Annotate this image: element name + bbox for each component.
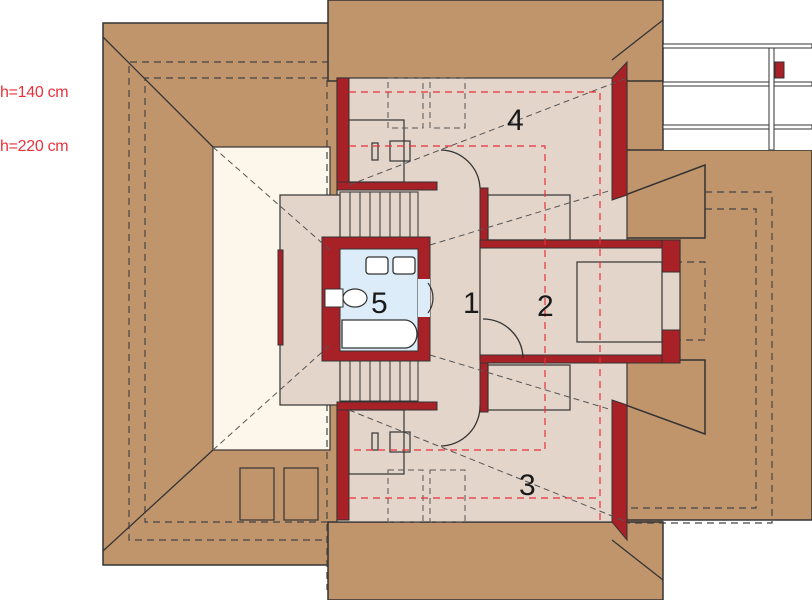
hip-lines: [102, 19, 664, 581]
room-number-2: 2: [537, 290, 554, 323]
projection-lines: [212, 77, 628, 523]
room-labels: 4 5 1 2 3: [371, 104, 554, 502]
doors: [440, 149, 524, 447]
bathtub-icon: [341, 319, 418, 349]
toilet-icon: [342, 288, 368, 308]
room-number-1: 1: [463, 287, 480, 320]
room-number-4: 4: [507, 104, 524, 137]
floor: [279, 77, 681, 523]
legend-h140: h=140 cm: [0, 84, 69, 101]
bathroom-5: [324, 248, 434, 352]
room-number-3: 3: [519, 469, 536, 502]
balcony-railing: [662, 40, 812, 151]
sink-icon: [392, 256, 416, 275]
bathroom-door-icon: [427, 282, 434, 314]
legend-h220: h=220 cm: [0, 138, 69, 155]
stairs: [339, 191, 419, 402]
height-lines: [349, 91, 601, 522]
sink-icon: [365, 256, 389, 275]
room-number-5: 5: [371, 287, 388, 320]
eave-lines: [128, 61, 773, 590]
furniture: [239, 119, 663, 521]
